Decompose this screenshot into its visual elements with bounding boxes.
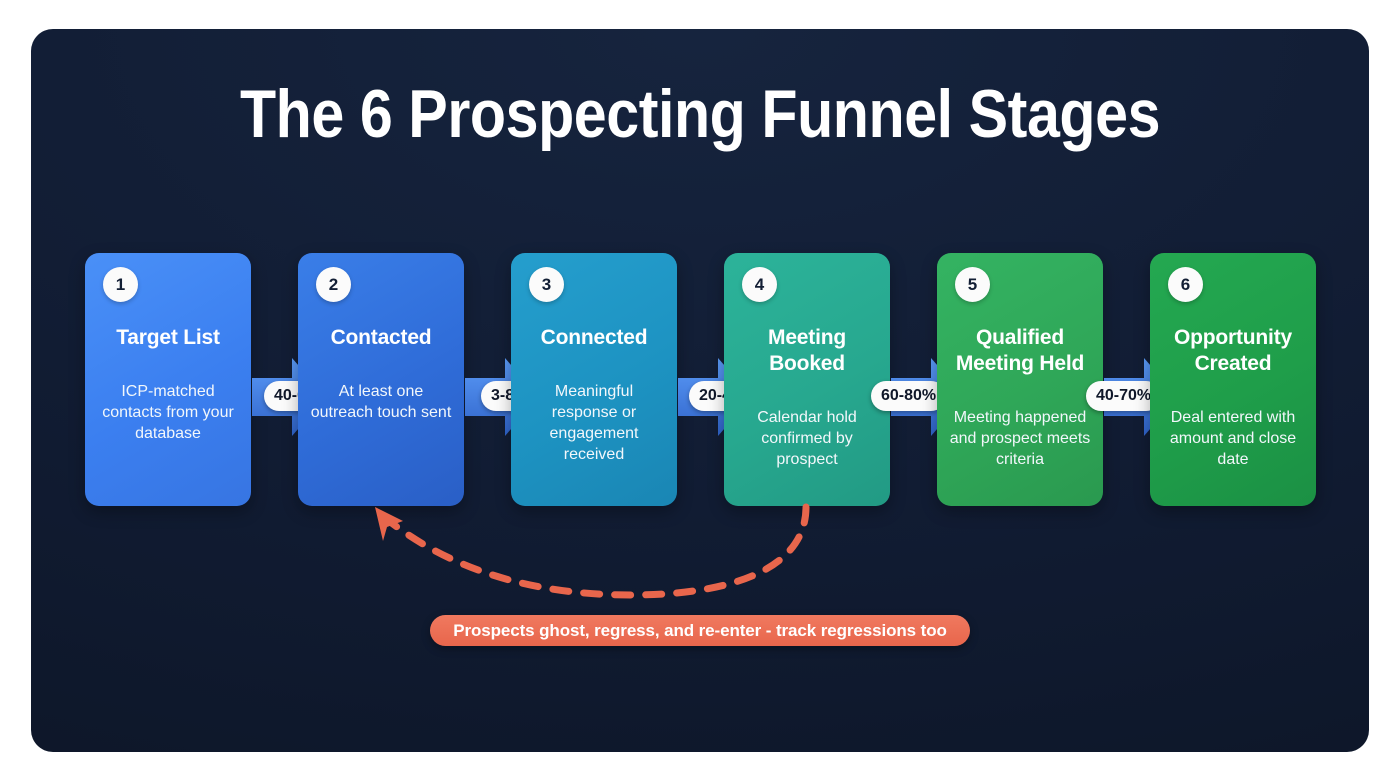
stage-title: Connected	[540, 326, 648, 349]
stage-card-3[interactable]: 3 Connected Meaningful response or engag…	[511, 253, 677, 506]
conversion-rate-5-6: 40-70%	[1086, 381, 1162, 411]
stage-card-5[interactable]: 5 Qualified Meeting Held Meeting happene…	[937, 253, 1103, 506]
stage-card-1[interactable]: 1 Target List ICP-matched contacts from …	[85, 253, 251, 506]
stage-description: Calendar hold confirmed by prospect	[757, 409, 857, 468]
stage-title: Meeting Booked	[768, 326, 846, 375]
stage-card-4[interactable]: 4 Meeting Booked Calendar hold confirmed…	[724, 253, 890, 506]
stage-description: Meaningful response or engagement receiv…	[549, 383, 639, 463]
funnel-stages-row: 1 Target List ICP-matched contacts from …	[31, 29, 1369, 752]
stage-card-2[interactable]: 2 Contacted At least one outreach touch …	[298, 253, 464, 506]
stage-title: Opportunity Created	[1174, 326, 1292, 375]
conversion-rate-4-5: 60-80%	[871, 381, 947, 411]
stage-description: At least one outreach touch sent	[310, 383, 452, 421]
stage-number-badge: 4	[742, 267, 777, 302]
stage-number-badge: 1	[103, 267, 138, 302]
stage-title: Target List	[116, 326, 220, 349]
stage-number-badge: 3	[529, 267, 564, 302]
stage-number-badge: 5	[955, 267, 990, 302]
regression-callout: Prospects ghost, regress, and re-enter -…	[430, 615, 970, 646]
stage-card-6[interactable]: 6 Opportunity Created Deal entered with …	[1150, 253, 1316, 506]
stage-number-badge: 6	[1168, 267, 1203, 302]
page-title: The 6 Prospecting Funnel Stages	[239, 76, 1161, 152]
stage-description: Meeting happened and prospect meets crit…	[949, 409, 1091, 468]
stage-number-badge: 2	[316, 267, 351, 302]
stage-title: Contacted	[330, 326, 432, 349]
dark-panel: The 6 Prospecting Funnel Stages 1 Target…	[31, 29, 1369, 752]
stage-description: ICP-matched contacts from your database	[102, 383, 234, 442]
stage-title: Qualified Meeting Held	[955, 326, 1085, 375]
stage-description: Deal entered with amount and close date	[1169, 409, 1297, 468]
